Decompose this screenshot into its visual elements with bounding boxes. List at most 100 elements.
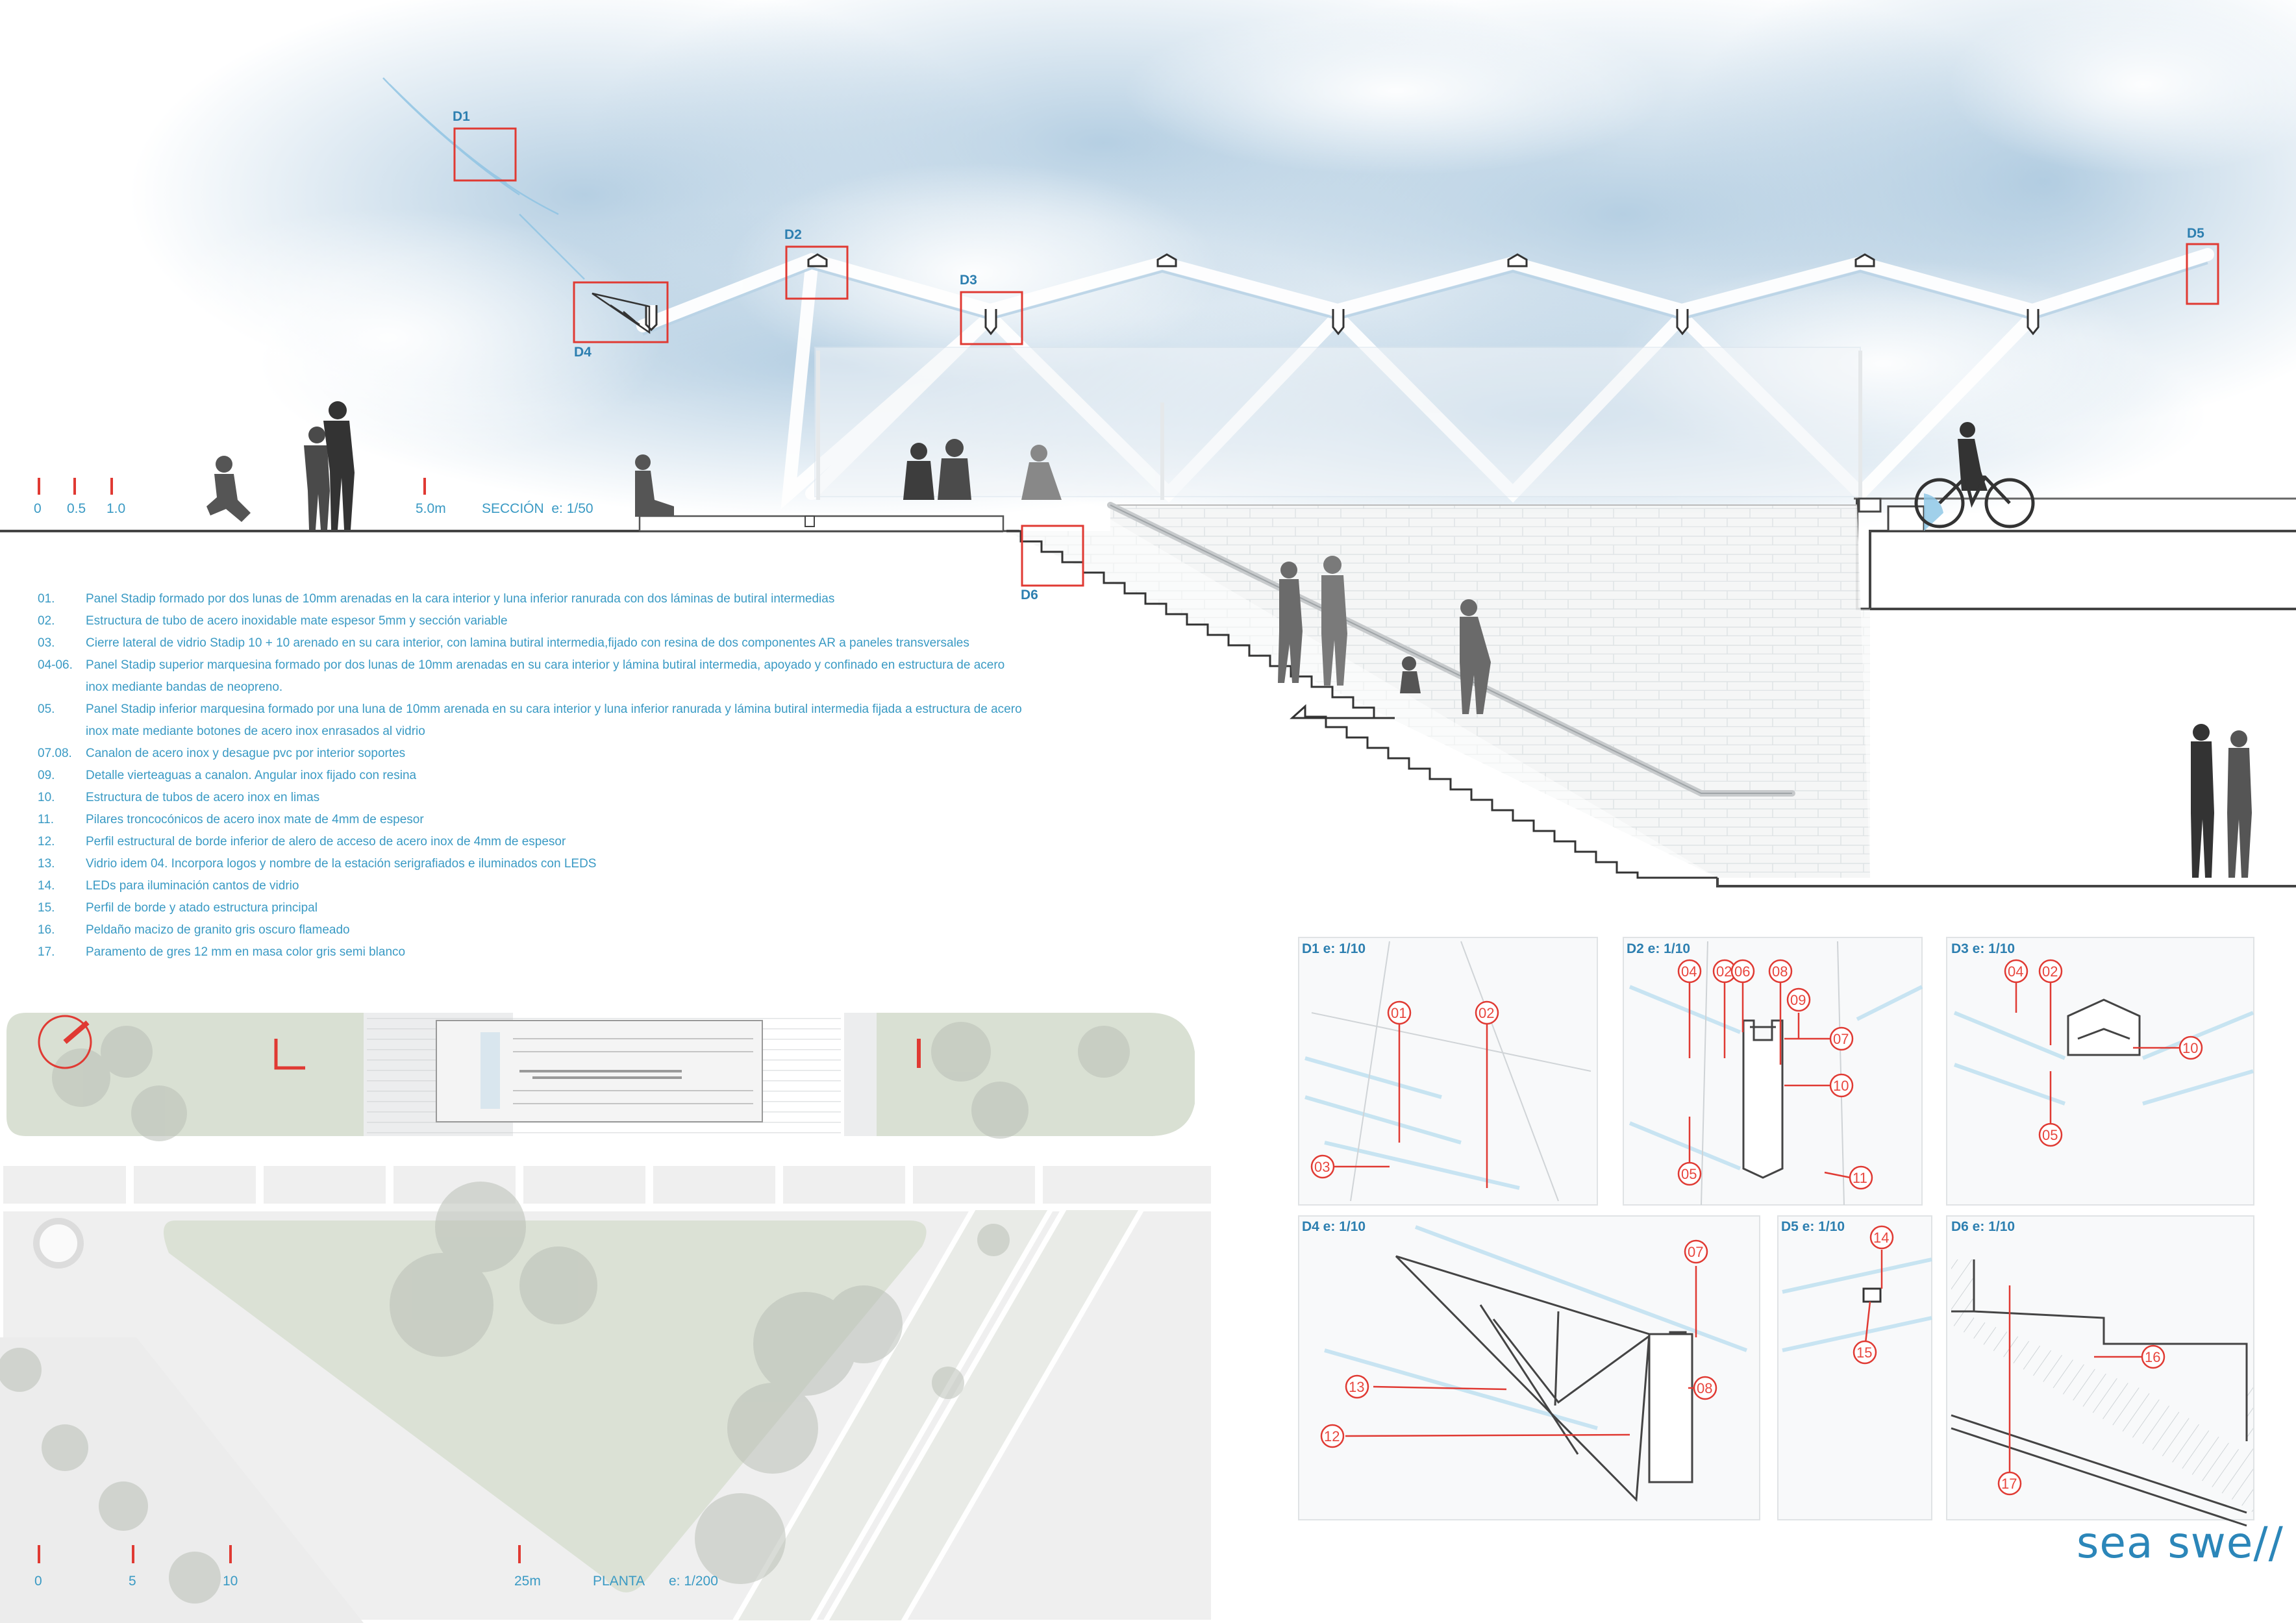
detail-title-d5: D5 e: 1/10 [1781,1219,1845,1234]
legend-num: 15. [38,901,55,915]
legend-text: Estructura de tubos de acero inox en lim… [86,791,320,804]
legend-item: 17. Paramento de gres 12 mm en masa color… [38,941,1025,963]
detail-mark-d4: D4 [574,345,592,360]
detail-mark-d6: D6 [1021,588,1038,602]
legend-item: 02. Estructura de tubo de acero inoxidabl… [38,610,1025,632]
legend-text: Panel Stadip superior marquesina formado… [86,658,1005,694]
section-scale-tick-0: 0 [34,501,42,516]
legend-text: Perfil estructural de borde inferior de … [86,835,566,849]
detail-callout-frames [453,127,2219,587]
callout-d4-07: 07 [1688,1244,1704,1260]
callout-d2-06: 06 [1734,963,1751,980]
callout-d3-04: 04 [2008,963,2024,980]
callout-d6-17: 17 [2001,1476,2017,1492]
callout-d1-03: 03 [1314,1159,1330,1175]
callout-d4-13: 13 [1349,1379,1365,1395]
legend-num: 14. [38,879,55,893]
detail-title-d4: D4 e: 1/10 [1302,1219,1366,1234]
legend-text: Detalle vierteaguas a canalon. Angular i… [86,769,417,782]
legend-item: 10. Estructura de tubos de acero inox en … [38,787,1025,809]
callout-d5-14: 14 [1873,1230,1890,1246]
detail-mark-d2: D2 [784,227,802,242]
detail-panels [1298,937,2254,1527]
callout-d4-12: 12 [1324,1428,1340,1444]
detail-mark-d1: D1 [453,109,470,124]
legend-num: 07.08. [38,747,72,760]
legend-text: Cierre lateral de vidrio Stadip 10 + 10 … [86,636,969,650]
legend-list: 01. Panel Stadip formado por dos lunas de… [38,588,1025,963]
legend-item: 14. LEDs para iluminación cantos de vidri… [38,875,1025,897]
callout-d2-02: 02 [1716,963,1732,980]
plan-scale-tick-25: 25m [514,1574,541,1589]
legend-item: 03. Cierre lateral de vidrio Stadip 10 + … [38,632,1025,654]
callout-d4-08: 08 [1697,1380,1713,1396]
legend-text: Estructura de tubo de acero inoxidable m… [86,614,508,628]
callout-d3-05: 05 [2042,1127,2058,1143]
plan-scale: e: 1/200 [669,1574,718,1589]
legend-item: 01. Panel Stadip formado por dos lunas de… [38,588,1025,610]
legend-text: Vidrio idem 04. Incorpora logos y nombre… [86,857,597,871]
plan-scale-tick-10: 10 [223,1574,238,1589]
site-plan [0,1006,1217,1623]
callout-d2-11: 11 [1853,1170,1867,1186]
callout-d3-02: 02 [2042,963,2058,980]
callout-d2-05: 05 [1681,1166,1697,1182]
people-silhouettes [206,401,2252,878]
legend-num: 11. [38,813,55,826]
legend-num: 16. [38,923,55,937]
callout-d2-10: 10 [1833,1078,1849,1094]
legend-item: 04-06. Panel Stadip superior marquesina f… [38,654,1025,699]
legend-num: 05. [38,702,55,716]
callout-d6-16: 16 [2145,1349,2161,1365]
legend-num: 17. [38,945,55,959]
callout-d1-02: 02 [1479,1005,1495,1021]
legend-num: 10. [38,791,55,804]
legend-num: 09. [38,769,55,782]
legend-text: Peldaño macizo de granito gris oscuro fl… [86,923,350,937]
callout-d5-15: 15 [1856,1344,1873,1361]
detail-title-d2: D2 e: 1/10 [1627,941,1691,956]
callout-d2-08: 08 [1772,963,1788,980]
callout-d1-01: 01 [1391,1005,1407,1021]
stair-section [1003,530,1717,879]
section-scale-tick-1: 1.0 [106,501,126,516]
callout-d3-10: 10 [2182,1040,2199,1056]
detail-mark-d5: D5 [2187,226,2204,241]
ground-section [0,493,2296,610]
legend-item: 16. Peldaño macizo de granito gris oscuro… [38,919,1025,941]
section-scale-tick-05: 0.5 [67,501,86,516]
callout-d2-07: 07 [1833,1031,1849,1047]
legend-item: 13. Vidrio idem 04. Incorpora logos y nom… [38,853,1025,875]
detail-title-d1: D1 e: 1/10 [1302,941,1366,956]
legend-item: 15. Perfil de borde y atado estructura pr… [38,897,1025,919]
legend-text: Perfil de borde y atado estructura princ… [86,901,318,915]
legend-item: 05. Panel Stadip inferior marquesina form… [38,699,1025,743]
legend-num: 13. [38,857,55,871]
callout-d2-04: 04 [1681,963,1697,980]
detail-title-d6: D6 e: 1/10 [1951,1219,2015,1234]
detail-title-d3: D3 e: 1/10 [1951,941,2015,956]
legend-num: 04-06. [38,658,73,672]
legend-item: 07.08. Canalon de acero inox y desague pv… [38,743,1025,765]
brand-logo-text: sea swe// [2077,1518,2284,1568]
legend-item: 12. Perfil estructural de borde inferior … [38,831,1025,853]
section-title: SECCIÓN e: 1/50 [482,501,593,516]
legend-text: Panel Stadip formado por dos lunas de 10… [86,592,835,606]
legend-text: Pilares troncocónicos de acero inox mate… [86,813,424,826]
legend-item: 11. Pilares troncocónicos de acero inox m… [38,809,1025,831]
plan-scale-tick-0: 0 [34,1574,42,1589]
gutter-profiles [645,253,2040,336]
detail-mark-d3: D3 [960,273,977,288]
plan-title: PLANTA [593,1574,645,1589]
legend-item: 09. Detalle vierteaguas a canalon. Angula… [38,765,1025,787]
legend-num: 01. [38,592,55,606]
legend-num: 12. [38,835,55,849]
legend-num: 03. [38,636,55,650]
legend-text: LEDs para iluminación cantos de vidrio [86,879,299,893]
legend-text: Panel Stadip inferior marquesina formado… [86,702,1022,738]
legend-num: 02. [38,614,55,628]
section-scale-tick-5: 5.0m [416,501,446,516]
legend-text: Canalon de acero inox y desague pvc por … [86,747,406,760]
legend-text: Paramento de gres 12 mm en masa color gr… [86,945,406,959]
